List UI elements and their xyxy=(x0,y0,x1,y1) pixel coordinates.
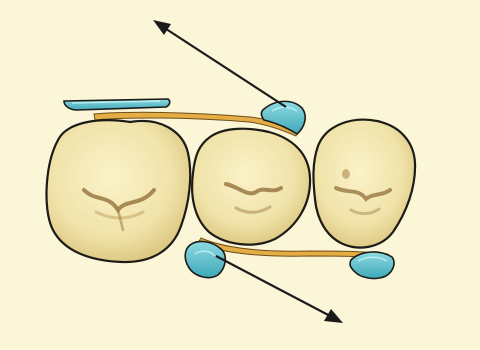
tooth-premolar-middle xyxy=(192,129,310,245)
wedge-lower-right xyxy=(350,252,394,278)
tooth-premolar-right xyxy=(313,120,415,248)
arrow-up-left xyxy=(153,20,286,107)
arrow-down-right xyxy=(216,256,343,323)
tooth-molar-left xyxy=(46,120,190,262)
wedge-upper-left xyxy=(64,99,170,110)
wedge-lower-left xyxy=(185,242,225,278)
